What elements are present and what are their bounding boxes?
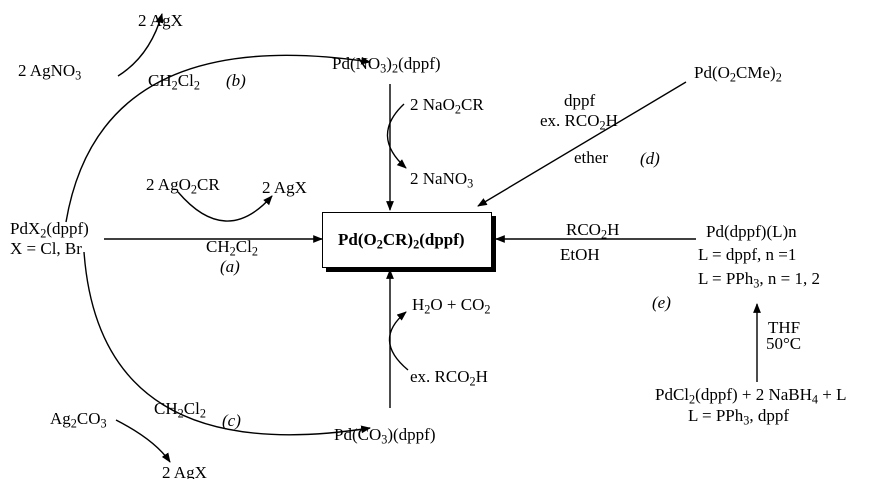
label-route-c: (c) bbox=[222, 411, 241, 430]
compound-start-e-note: L = PPh3, dppf bbox=[688, 406, 790, 428]
reagent-a-out: 2 AgX bbox=[262, 178, 307, 197]
compound-pd-no3: Pd(NO3)2(dppf) bbox=[332, 54, 441, 76]
compound-pd-oac: Pd(O2CMe)2 bbox=[694, 63, 782, 85]
arc-route-b bbox=[65, 54, 371, 223]
reagent-d-2: ex. RCO2H bbox=[540, 111, 618, 133]
reagent-d-solvent: ether bbox=[574, 148, 608, 167]
reagent-a-solvent: CH2Cl2 bbox=[206, 237, 258, 259]
compound-start-e: PdCl2(dppf) + 2 NaBH4 + L bbox=[655, 385, 847, 407]
reagent-c-solvent: CH2Cl2 bbox=[154, 399, 206, 421]
compound-product: Pd(O2CR)2(dppf) bbox=[338, 230, 465, 252]
reagent-e: RCO2H bbox=[566, 220, 620, 242]
compound-pdx2: PdX2(dppf) bbox=[10, 219, 89, 241]
reagent-a-in: 2 AgO2CR bbox=[146, 175, 220, 197]
arc-route-c bbox=[83, 251, 371, 436]
reagent-c-out: 2 AgX bbox=[162, 463, 207, 479]
label-route-a: (a) bbox=[220, 257, 240, 276]
curl-co3 bbox=[388, 311, 409, 371]
label-route-b: (b) bbox=[226, 71, 246, 90]
reagent-b-solvent: CH2Cl2 bbox=[148, 71, 200, 93]
reagent-co3-out: H2O + CO2 bbox=[412, 295, 491, 317]
reagent-c-in: Ag2CO3 bbox=[50, 409, 107, 431]
compound-pd-dppf-l: Pd(dppf)(L)n bbox=[706, 222, 797, 241]
arrow-route-d bbox=[477, 81, 687, 207]
compound-pdx2-note: X = Cl, Br bbox=[10, 239, 82, 258]
compound-pd-dppf-l-note1: L = dppf, n =1 bbox=[698, 245, 797, 264]
reagent-no3-out: 2 NaNO3 bbox=[410, 169, 474, 191]
curl-no3 bbox=[386, 103, 407, 169]
reagent-temp: 50°C bbox=[766, 334, 802, 353]
reagent-e-solvent: EtOH bbox=[560, 245, 600, 264]
curl-route-b bbox=[117, 13, 164, 77]
label-route-d: (d) bbox=[640, 149, 660, 168]
label-route-e: (e) bbox=[652, 293, 671, 312]
reagent-thf: THF bbox=[768, 318, 801, 337]
curl-route-c bbox=[115, 419, 171, 463]
compound-pd-co3: Pd(CO3)(dppf) bbox=[334, 425, 436, 447]
reagent-d-1: dppf bbox=[564, 91, 596, 110]
reagent-co3-in: ex. RCO2H bbox=[410, 367, 488, 389]
product-box bbox=[322, 212, 492, 268]
reagent-no3-in: 2 NaO2CR bbox=[410, 95, 484, 117]
curl-route-a bbox=[177, 191, 273, 222]
reagent-b-in: 2 AgNO3 bbox=[18, 61, 82, 83]
reagent-b-out: 2 AgX bbox=[138, 11, 183, 30]
compound-pd-dppf-l-note2: L = PPh3, n = 1, 2 bbox=[698, 269, 820, 291]
